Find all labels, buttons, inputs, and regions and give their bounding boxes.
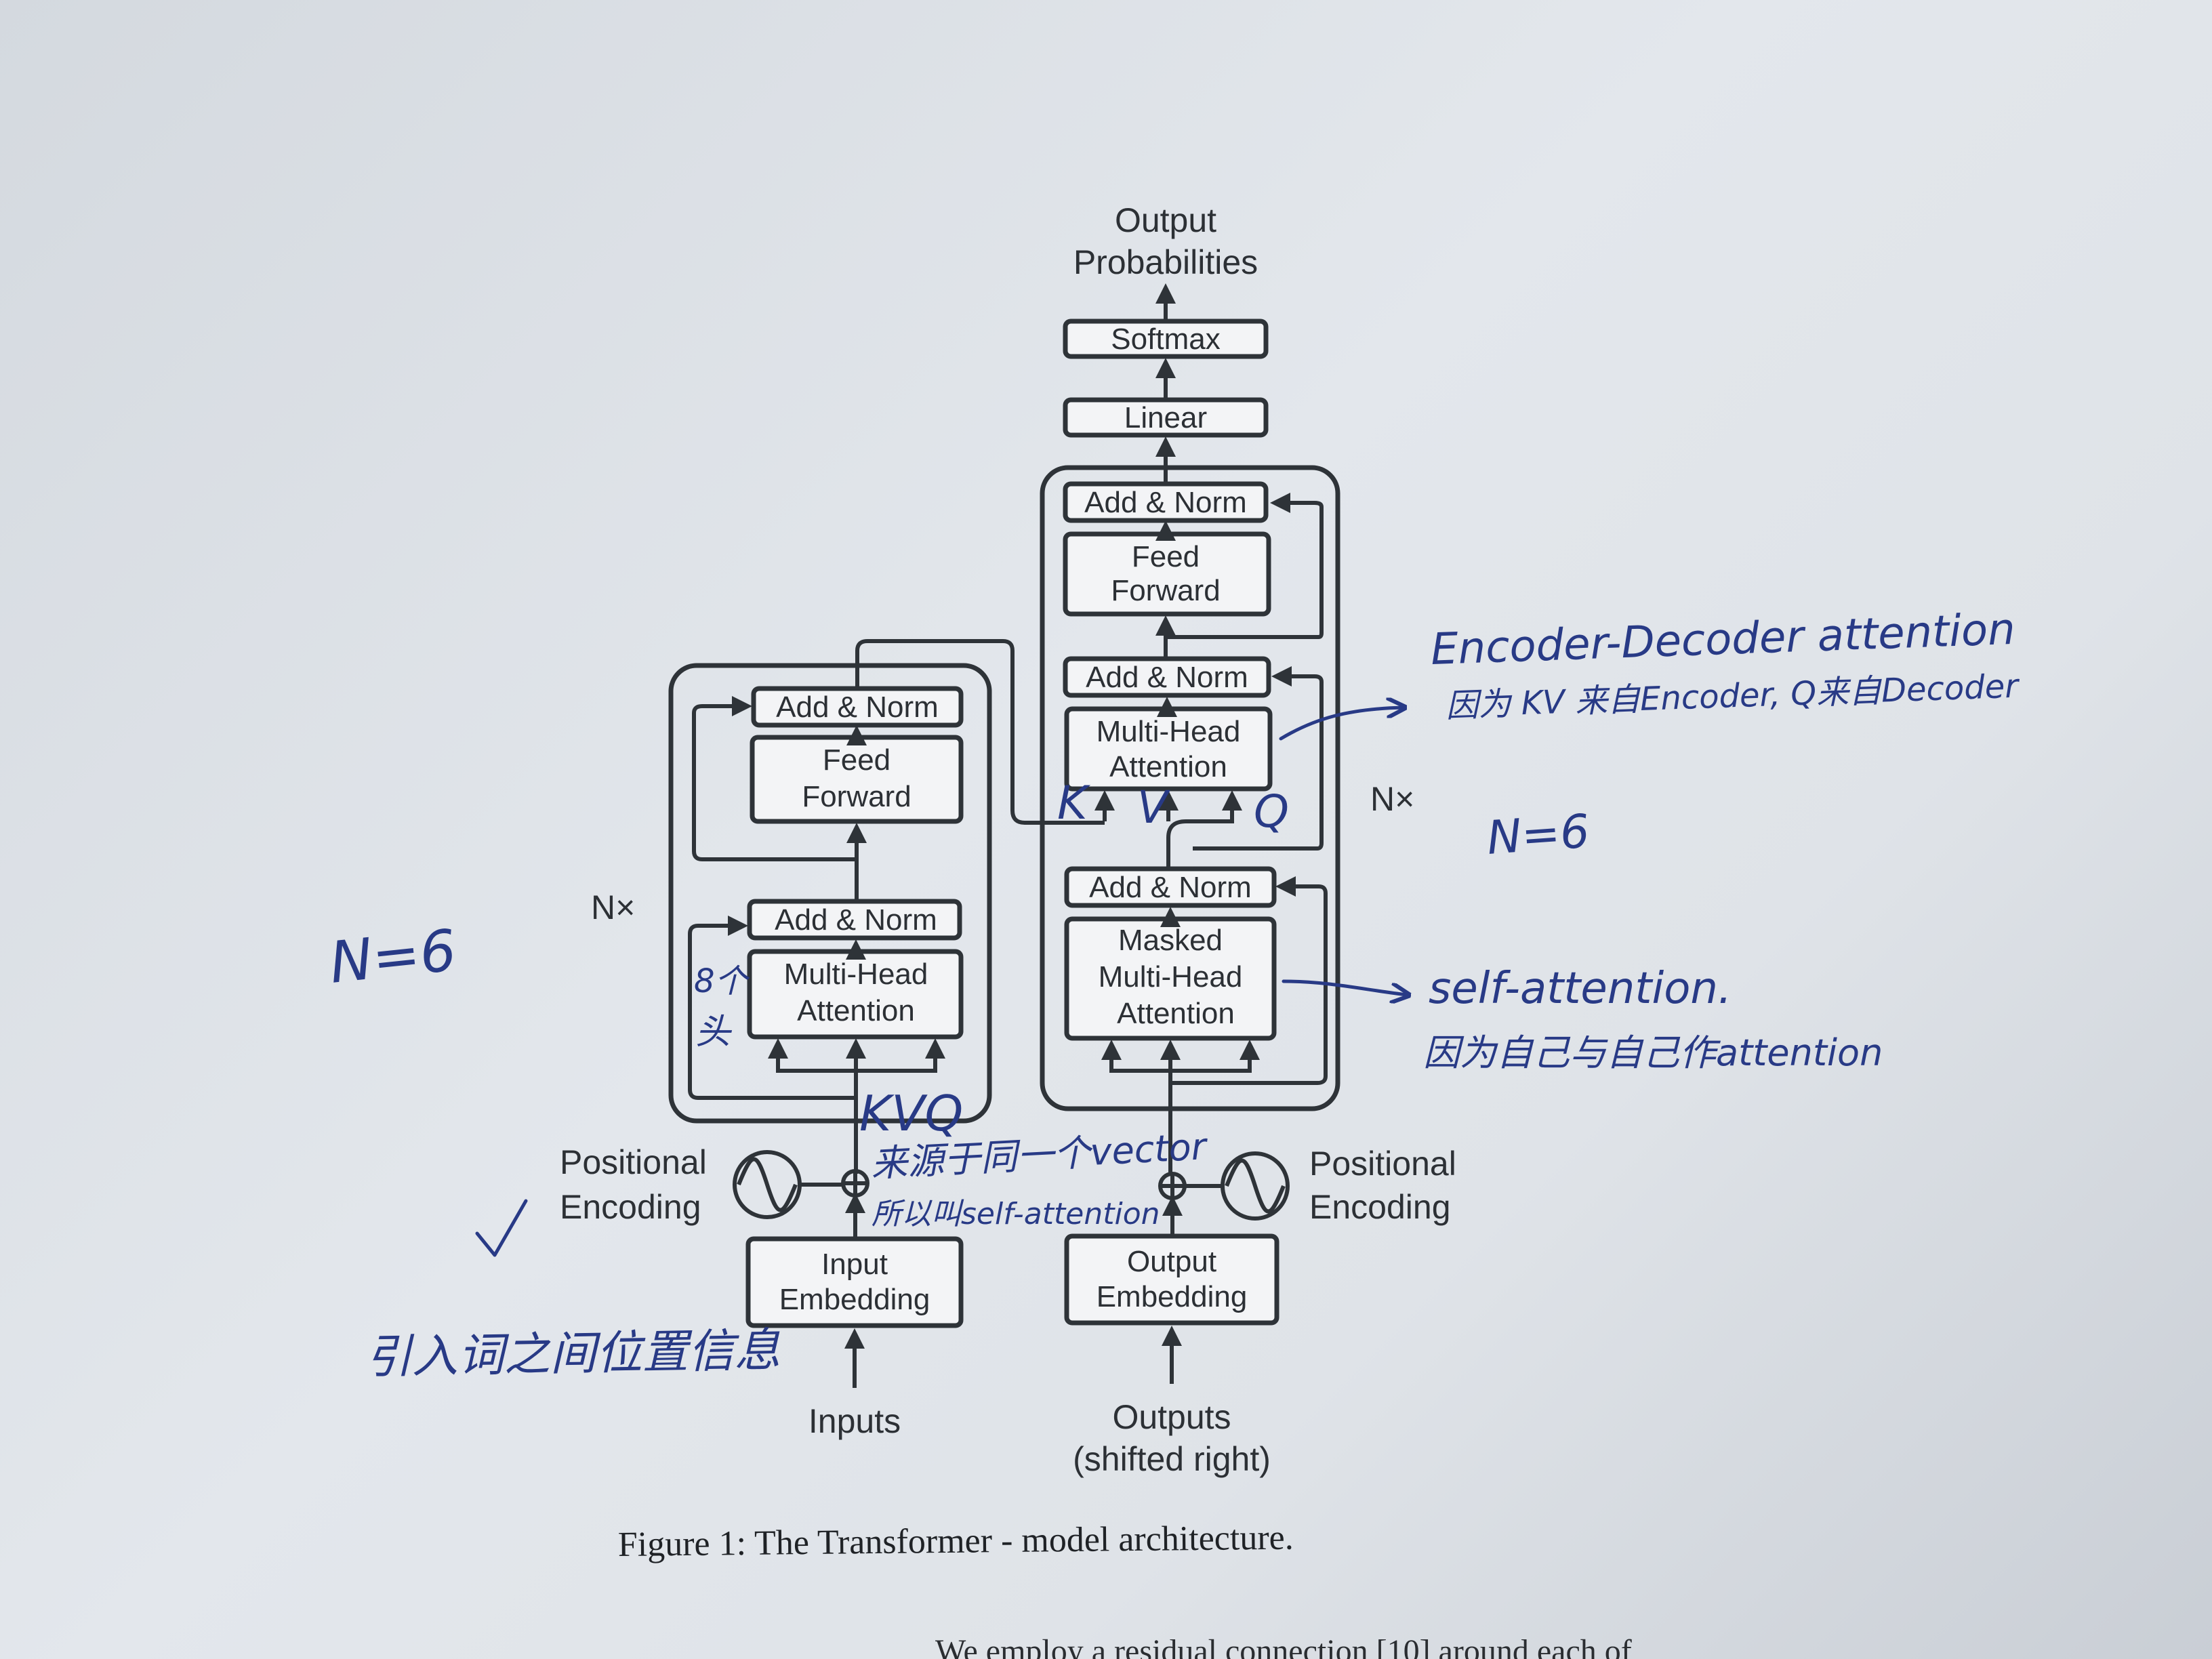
decoder-add-norm-mid-box [1063,656,1271,698]
annotation-arrow-masked-attention [1282,979,1407,995]
decoder-cross-attention-label-2: Attention [1109,750,1227,783]
encoder-q-input [856,1038,945,1073]
outputs-label-2: (shifted right) [1073,1440,1271,1478]
output-embedding-label-1: Output [1127,1245,1216,1278]
decoder-masked-label-3: Attention [1117,997,1235,1030]
encoder-sine-wave-icon [737,1157,798,1212]
encoder-attention-label-1: Multi-Head [784,958,928,991]
decoder-masked-label-1: Masked [1118,924,1223,957]
encoder-add-norm-low-box [747,899,962,941]
annotation-arrow-cross-attention [1279,708,1403,741]
decoder-positional-label-2: Encoding [1309,1188,1451,1226]
annotation-positional-info: 引入词之间位置信息 [365,1324,781,1385]
annotation-self-with-self: 因为自己与自己作attention [1423,1031,1883,1074]
decoder-stack: Output Probabilities Softmax Linear Add … [1040,201,1456,1478]
annotation-so-called-self-attention: 所以叫self-attention [872,1197,1160,1231]
input-embedding-label-1: Input [821,1248,888,1281]
decoder-layer-frame [1040,465,1340,1111]
encoder-add-norm-low-label: Add & Norm [775,903,937,937]
encoder-layer-frame [668,663,992,1124]
encoder-nx-label: N× [591,888,635,926]
encoder-output-to-decoder [855,639,1105,825]
linear-box [1063,397,1269,438]
decoder-cross-attention-label-1: Multi-Head [1097,715,1241,748]
decoder-sine-wave-icon [1225,1158,1286,1214]
annotation-k: K [1057,777,1091,830]
decoder-add-norm-top-label: Add & Norm [1084,486,1247,519]
annotation-n6-right: N=6 [1486,805,1591,865]
figure-caption: Figure 1: The Transformer - model archit… [618,1519,1294,1564]
encoder-k-input [768,1038,856,1073]
annotation-kvq: KVQ [859,1085,963,1142]
softmax-box [1063,319,1269,359]
annotation-heads: 头 [695,1012,733,1052]
annotation-8-heads: 8个 [694,962,750,1000]
softmax-label: Softmax [1111,323,1220,356]
decoder-ff-residual [1166,493,1324,639]
output-embedding-label-2: Embedding [1097,1280,1248,1313]
encoder-stack: Add & Norm Feed Forward Add & Norm Multi… [560,639,1105,1440]
input-embedding-box [745,1236,964,1328]
decoder-add-norm-mid-label: Add & Norm [1086,661,1248,694]
decoder-positional-label-1: Positional [1309,1145,1456,1183]
masked-k-input [1101,1040,1170,1073]
encoder-add-norm-top-label: Add & Norm [776,691,939,724]
masked-q-input [1170,1040,1260,1073]
encoder-feed-forward-label-1: Feed [823,743,890,777]
encoder-feed-forward-label-2: Forward [802,780,911,813]
annotation-self-attention: self-attention. [1429,964,1732,1014]
decoder-add-norm-low-label: Add & Norm [1089,871,1252,904]
footer-body-text: We employ a residual connection [10] aro… [935,1633,1632,1659]
encoder-ff-residual [692,696,857,861]
decoder-feed-forward-label-2: Forward [1111,574,1220,607]
annotation-kv-from-encoder: 因为 KV 来自Encoder, Q来自Decoder [1445,667,2021,725]
encoder-positional-label-2: Encoding [560,1188,701,1226]
output-probabilities-label-1: Output [1115,201,1216,239]
outputs-label-1: Outputs [1112,1398,1231,1436]
decoder-nx-label: N× [1370,780,1414,818]
cross-attention-q-input [1166,790,1242,874]
annotation-encoder-decoder-attention: Encoder-Decoder attention [1430,605,2016,675]
encoder-attention-residual [688,916,856,1100]
output-probabilities-label-2: Probabilities [1073,243,1258,281]
decoder-feed-forward-label-1: Feed [1132,540,1200,573]
encoder-attention-label-2: Attention [797,994,915,1027]
linear-label: Linear [1124,401,1207,434]
output-embedding-box [1064,1233,1279,1326]
annotation-v: V [1137,781,1170,834]
inputs-label: Inputs [808,1402,901,1440]
decoder-add-norm-low-box [1064,866,1277,908]
annotation-checkmark [475,1199,528,1257]
decoder-masked-label-2: Multi-Head [1099,960,1243,994]
encoder-positional-label-1: Positional [560,1143,707,1181]
decoder-cross-residual [1193,666,1324,851]
annotation-q: Q [1254,785,1289,838]
annotation-n6-left: N=6 [327,917,459,996]
input-embedding-label-2: Embedding [779,1283,930,1316]
